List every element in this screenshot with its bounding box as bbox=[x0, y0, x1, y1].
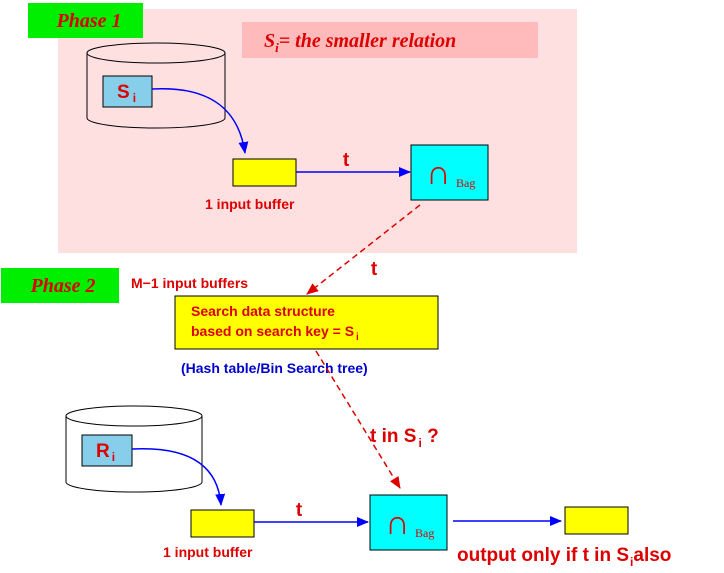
op1-subscript: Bag bbox=[456, 176, 475, 190]
output-buffer bbox=[564, 506, 629, 535]
relation-si-symbol: S bbox=[117, 82, 130, 103]
phase1-bag-intersection: ∩ Bag bbox=[410, 144, 489, 201]
phase1-label: Phase 1 bbox=[56, 10, 122, 32]
svg-text:Ri: Ri bbox=[96, 441, 115, 464]
phase1-edge-label: t bbox=[343, 150, 350, 171]
relation-ri-subscript: i bbox=[112, 450, 115, 464]
relation-ri-symbol: R bbox=[96, 441, 110, 462]
note-text: = the smaller relation bbox=[279, 30, 457, 52]
phase1-input-buffer bbox=[232, 158, 297, 187]
phase2-buffer-label: 1 input buffer bbox=[163, 544, 253, 560]
relation-si-box bbox=[102, 75, 153, 108]
probe-label: t in S bbox=[370, 426, 416, 447]
phase2-bag-intersection: ∩ Bag bbox=[369, 494, 448, 551]
phase1-note: Si= the smaller relation bbox=[242, 22, 538, 58]
probe-label-suffix: ? bbox=[422, 426, 439, 447]
phase1-buffer-label: 1 input buffer bbox=[205, 196, 295, 212]
structure-line2: based on search key = S bbox=[191, 323, 354, 339]
svg-text:Si= the smaller relation: Si= the smaller relation bbox=[264, 30, 456, 55]
note-symbol: S bbox=[264, 30, 275, 52]
transfer-label: t bbox=[371, 259, 378, 280]
svg-text:Si: Si bbox=[117, 82, 136, 105]
phase1-tag: Phase 1 bbox=[28, 3, 143, 38]
relation-ri-box bbox=[81, 434, 133, 467]
output-label-suffix: also bbox=[633, 545, 671, 566]
output-label-subscript: i bbox=[630, 555, 633, 569]
phase2-label: Phase 2 bbox=[30, 275, 96, 297]
arrow-si-to-buffer1 bbox=[151, 87, 249, 154]
structure-line2-subscript: i bbox=[356, 332, 359, 343]
phase2-input-buffer bbox=[190, 509, 255, 538]
svg-text:based on search key = Si: based on search key = Si bbox=[191, 323, 359, 343]
note-subscript: i bbox=[275, 40, 279, 55]
phase2-buffers-label: M−1 input buffers bbox=[131, 275, 248, 291]
search-data-structure: Search data structure based on search ke… bbox=[174, 295, 439, 350]
probe-label-subscript: i bbox=[418, 436, 421, 450]
arrow-ri-to-buffer2 bbox=[131, 447, 226, 506]
transfer-arrow bbox=[306, 204, 421, 295]
op1-symbol: ∩ bbox=[426, 155, 451, 192]
svg-text:t in Si ?: t in Si ? bbox=[370, 426, 439, 450]
relation-si-subscript: i bbox=[133, 91, 136, 105]
phase2-tag: Phase 2 bbox=[1, 268, 119, 303]
output-label: output only if t in S bbox=[457, 545, 629, 566]
structure-line1: Search data structure bbox=[191, 303, 335, 319]
op2-symbol: ∩ bbox=[385, 505, 410, 542]
structure-caption: (Hash table/Bin Search tree) bbox=[181, 360, 368, 376]
probe-arrow bbox=[315, 350, 401, 489]
svg-text:output only if t in Sialso: output only if t in Sialso bbox=[457, 545, 671, 569]
op2-subscript: Bag bbox=[415, 526, 434, 540]
phase2-edge-label: t bbox=[296, 500, 303, 521]
